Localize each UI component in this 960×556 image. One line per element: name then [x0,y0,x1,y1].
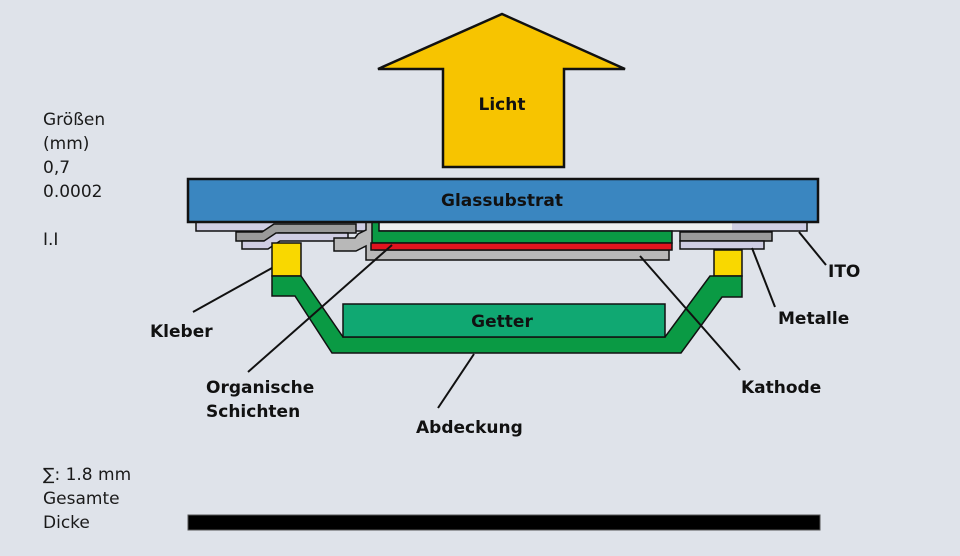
leader-cathode [639,255,741,371]
total-label-line2: Dicke [43,513,90,533]
leader-metals [751,247,776,308]
light-label: Licht [479,95,526,115]
glass-substrate: Glassubstrat [186,177,820,224]
label-adhesive: Kleber [150,322,213,342]
getter: Getter [342,303,666,338]
leader-ito [798,231,827,266]
total-thickness-bar [187,514,821,531]
glass-substrate-label: Glassubstrat [441,191,563,211]
total-sum: ∑: 1.8 mm [43,465,132,485]
leader-adhesive [192,267,273,313]
leader-lines [192,231,827,409]
leader-organic [247,244,393,373]
label-ito: ITO [828,262,860,282]
adhesive-right [713,249,743,277]
label-organic-line2: Schichten [206,402,300,422]
getter-label: Getter [471,312,533,332]
sizes-heading-line1: Größen [43,110,106,130]
size-value-cover: I.I [43,230,59,250]
label-metals: Metalle [778,309,849,329]
label-cathode: Kathode [741,378,821,398]
size-value-glass: 0,7 [43,158,71,178]
total-thickness-panel: ∑: 1.8 mm Gesamte Dicke [43,463,131,535]
light-arrow: Licht [377,12,626,169]
adhesive-left [271,242,302,277]
right-metal-contacts [679,231,773,250]
size-value-organic: 0.0002 [43,182,103,202]
total-label-line1: Gesamte [43,489,120,509]
cathode-layer [370,242,673,251]
label-cover: Abdeckung [416,418,523,438]
sizes-panel: Größen (mm) 0,7 0.0002 I.I [43,108,105,252]
leader-cover [437,353,475,409]
sizes-heading-line2: (mm) [43,134,90,154]
label-organic-line1: Organische [206,378,314,398]
